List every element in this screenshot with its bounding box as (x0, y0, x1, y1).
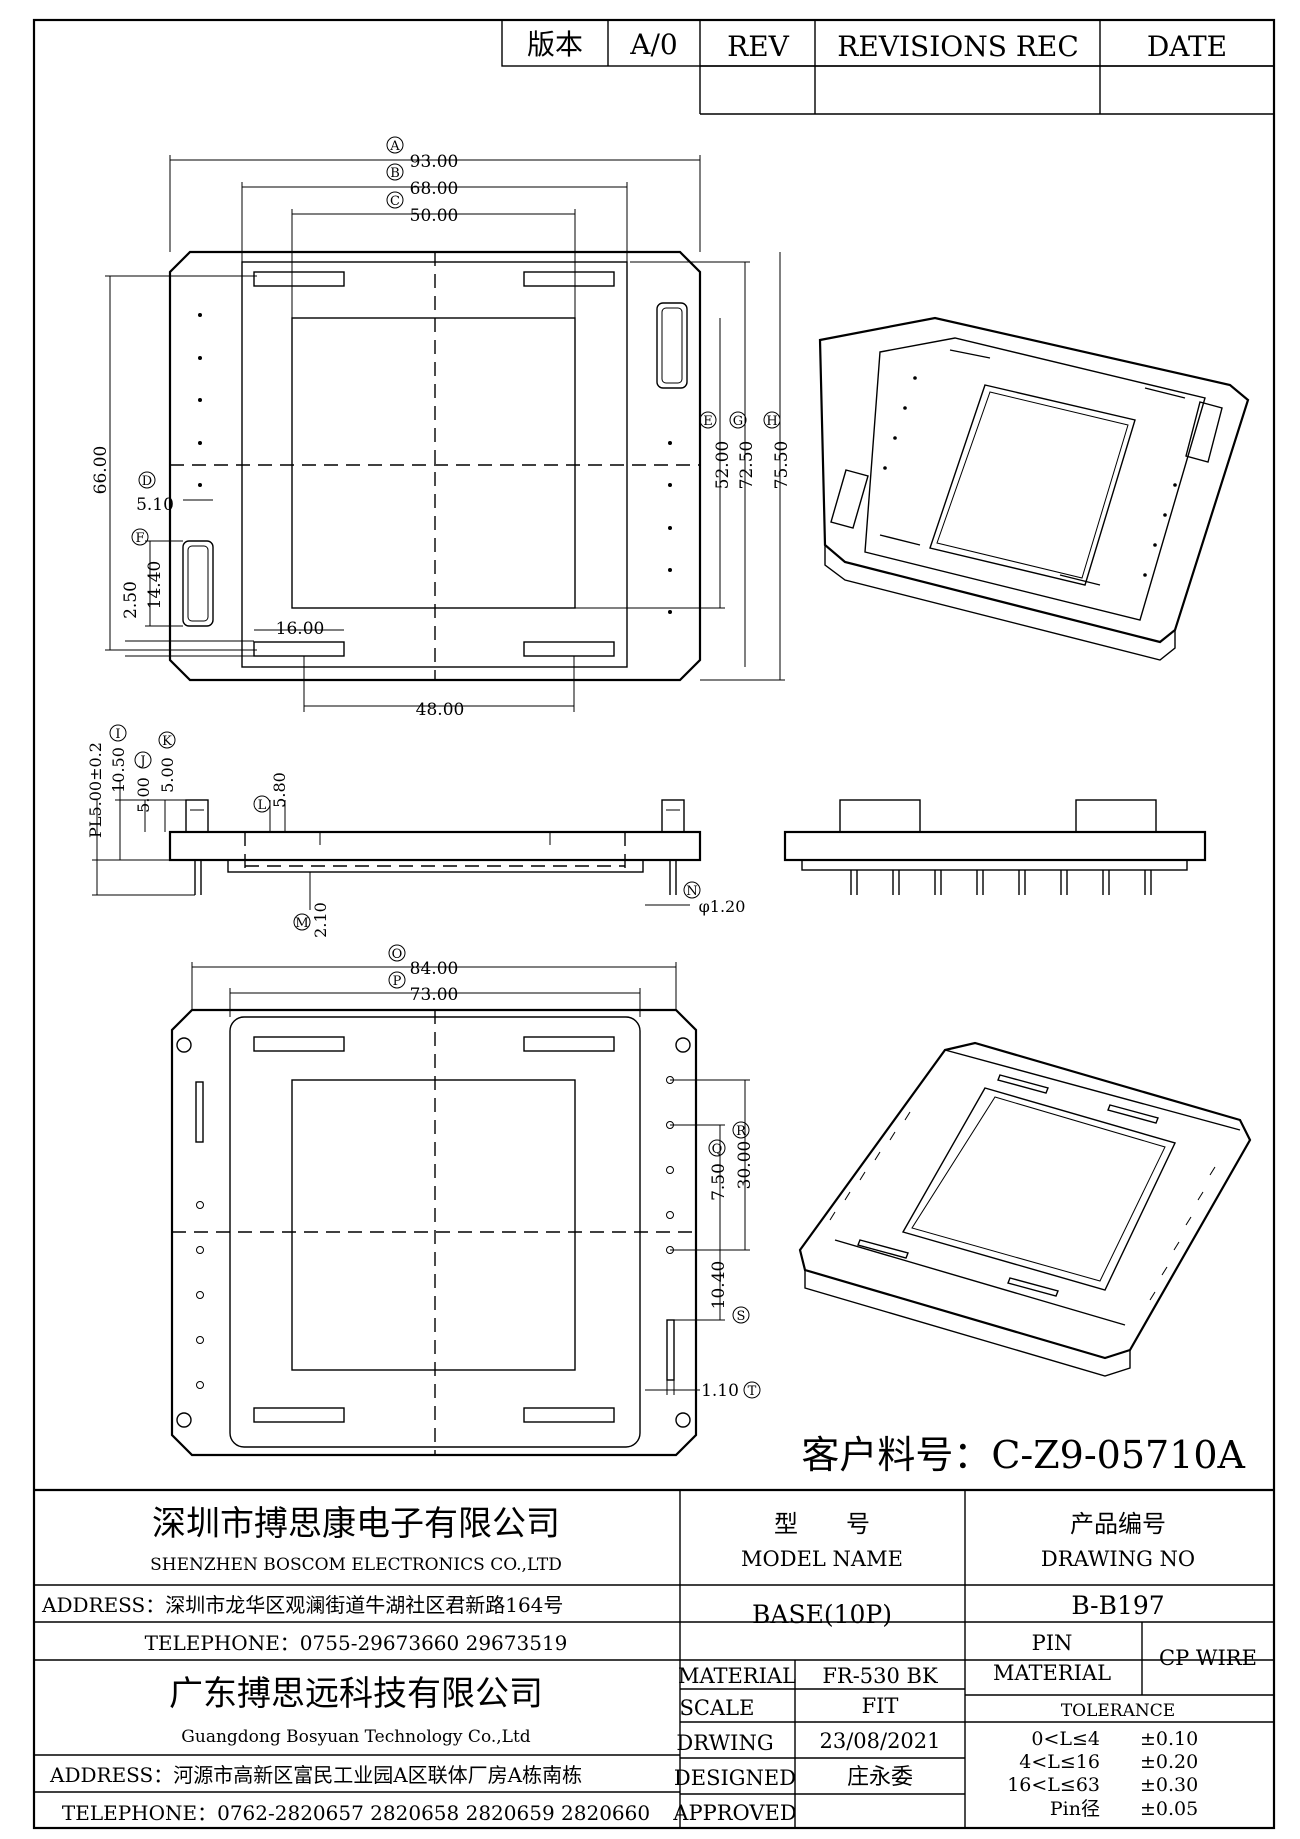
dim-c-value: 50.00 (410, 206, 459, 226)
tolerance-range-1: 0<L≤4 (1031, 1728, 1100, 1750)
dim-b-value: 68.00 (410, 179, 459, 199)
company2-telephone: TELEPHONE：0762-2820657 2820658 2820659 2… (62, 1801, 650, 1825)
dim-g-value: 72.50 (737, 441, 757, 490)
date-header: DATE (1147, 30, 1227, 63)
svg-text:H: H (766, 414, 777, 429)
svg-text:L: L (258, 798, 267, 813)
company1-name-en: SHENZHEN BOSCOM ELECTRONICS CO.,LTD (150, 1555, 562, 1575)
dim-e-value: 52.00 (713, 441, 733, 490)
designed-value: 庄永委 (847, 1765, 913, 1790)
company2-name-en: Guangdong Bosyuan Technology Co.,Ltd (181, 1727, 531, 1747)
company1-name-cn: 深圳市搏思康电子有限公司 (152, 1504, 560, 1544)
svg-text:J: J (138, 754, 145, 769)
tolerance-value-1: ±0.10 (1140, 1728, 1198, 1750)
svg-text:D: D (142, 474, 152, 489)
dim-l-value: 5.80 (270, 772, 289, 808)
svg-text:S: S (737, 1309, 746, 1324)
company1-address: ADDRESS：深圳市龙华区观澜街道牛湖社区君新路164号 (41, 1593, 563, 1617)
dim-m-value: 2.10 (311, 902, 330, 938)
model-name-en: MODEL NAME (741, 1547, 903, 1571)
model-name-value: BASE(10P) (752, 1600, 892, 1629)
material-label: MATERIAL (678, 1664, 796, 1688)
dim-d-value: 5.10 (136, 495, 174, 515)
tolerance-range-2: 4<L≤16 (1019, 1751, 1100, 1773)
company2-address: ADDRESS：河源市高新区富民工业园A区联体厂房A栋南栋 (49, 1763, 582, 1787)
dim-p-value: 73.00 (410, 985, 459, 1005)
side-view: PL5.00±0.2 I 10.50 J 5.00 K 5.00 L 5.80 … (86, 724, 746, 938)
svg-text:I: I (115, 727, 120, 742)
svg-text:K: K (162, 734, 172, 749)
dim-n-value: φ1.20 (699, 897, 746, 916)
drawing-no-cn: 产品编号 (1070, 1510, 1166, 1538)
svg-text:P: P (393, 974, 402, 989)
isometric-view-top (818, 316, 1250, 661)
front-view (783, 799, 1207, 895)
svg-text:R: R (736, 1124, 747, 1139)
dim-pad-width-value: 16.00 (276, 619, 325, 639)
svg-text:E: E (703, 414, 713, 429)
revision-table: 版本 A/0 REV REVISIONS REC DATE (501, 19, 1275, 115)
drawing-date: 23/08/2021 (819, 1729, 940, 1753)
isometric-view-bottom (798, 1041, 1252, 1377)
svg-text:M: M (295, 916, 308, 931)
dim-f-value: 14.40 (145, 561, 165, 610)
dim-k-value: 5.00 (158, 757, 177, 793)
dim-pin-offset-value: 2.50 (121, 581, 141, 619)
dim-pad-span-value: 48.00 (416, 700, 465, 720)
dim-h-value: 75.50 (772, 441, 792, 490)
approved-label: APPROVED (672, 1801, 796, 1825)
svg-text:Q: Q (712, 1142, 723, 1157)
scale-value: FIT (862, 1694, 899, 1718)
dim-r-value: 30.00 (735, 1141, 755, 1190)
tolerance-value-3: ±0.30 (1140, 1774, 1198, 1796)
designed-label: DESIGNED (674, 1766, 796, 1790)
svg-text:C: C (390, 194, 400, 209)
tolerance-value-4: ±0.05 (1140, 1798, 1198, 1820)
pin-material-label-line2: MATERIAL (993, 1661, 1111, 1685)
dim-q-value: 7.50 (709, 1163, 729, 1201)
svg-text:O: O (392, 947, 403, 962)
customer-part-number: 客户料号：C-Z9-05710A (801, 1433, 1245, 1477)
svg-text:G: G (733, 414, 743, 429)
tolerance-range-3: 16<L≤63 (1007, 1774, 1100, 1796)
svg-text:N: N (686, 884, 697, 899)
dim-i-value: 10.50 (109, 747, 128, 793)
company1-telephone: TELEPHONE：0755-29673660 29673519 (145, 1631, 568, 1655)
pin-material-value: CP WIRE (1159, 1646, 1257, 1670)
tolerance-value-2: ±0.20 (1140, 1751, 1198, 1773)
bottom-view: O 84.00 P 73.00 Q 7.50 R 30.00 10.40 S 1… (170, 944, 761, 1457)
drawing-no-en: DRAWING NO (1041, 1547, 1195, 1571)
model-name-cn: 型 号 (774, 1510, 870, 1538)
drawing-no-value: B-B197 (1071, 1591, 1164, 1620)
version-label: 版本 (527, 28, 583, 61)
svg-text:T: T (748, 1384, 757, 1399)
svg-text:B: B (390, 166, 400, 181)
tolerance-range-4: Pin径 (1050, 1798, 1100, 1820)
dim-t-value: 1.10 (701, 1381, 739, 1401)
dim-s-value: 10.40 (709, 1261, 729, 1310)
company2-name-cn: 广东搏思远科技有限公司 (169, 1674, 543, 1714)
material-value: FR-530 BK (822, 1664, 938, 1688)
tolerance-label: TOLERANCE (1061, 1701, 1175, 1721)
rev-header: REV (727, 30, 790, 63)
dim-a-value: 93.00 (410, 152, 459, 172)
revisions-header: REVISIONS REC (837, 30, 1079, 63)
dim-j-value: 5.00 (134, 777, 153, 813)
svg-text:F: F (135, 531, 144, 546)
drawing-label: DRWING (676, 1731, 773, 1755)
svg-text:A: A (389, 139, 400, 154)
version-value: A/0 (629, 28, 677, 61)
scale-label: SCALE (680, 1696, 755, 1720)
title-block: 深圳市搏思康电子有限公司 SHENZHEN BOSCOM ELECTRONICS… (34, 1488, 1274, 1828)
pin-material-label-line1: PIN (1032, 1631, 1073, 1655)
dim-height-value: 66.00 (91, 446, 111, 495)
pl-label: PL5.00±0.2 (86, 742, 105, 838)
dim-o-value: 84.00 (410, 959, 459, 979)
top-view: A 93.00 B 68.00 C 50.00 66.00 D 5.10 F 1… (91, 136, 792, 720)
